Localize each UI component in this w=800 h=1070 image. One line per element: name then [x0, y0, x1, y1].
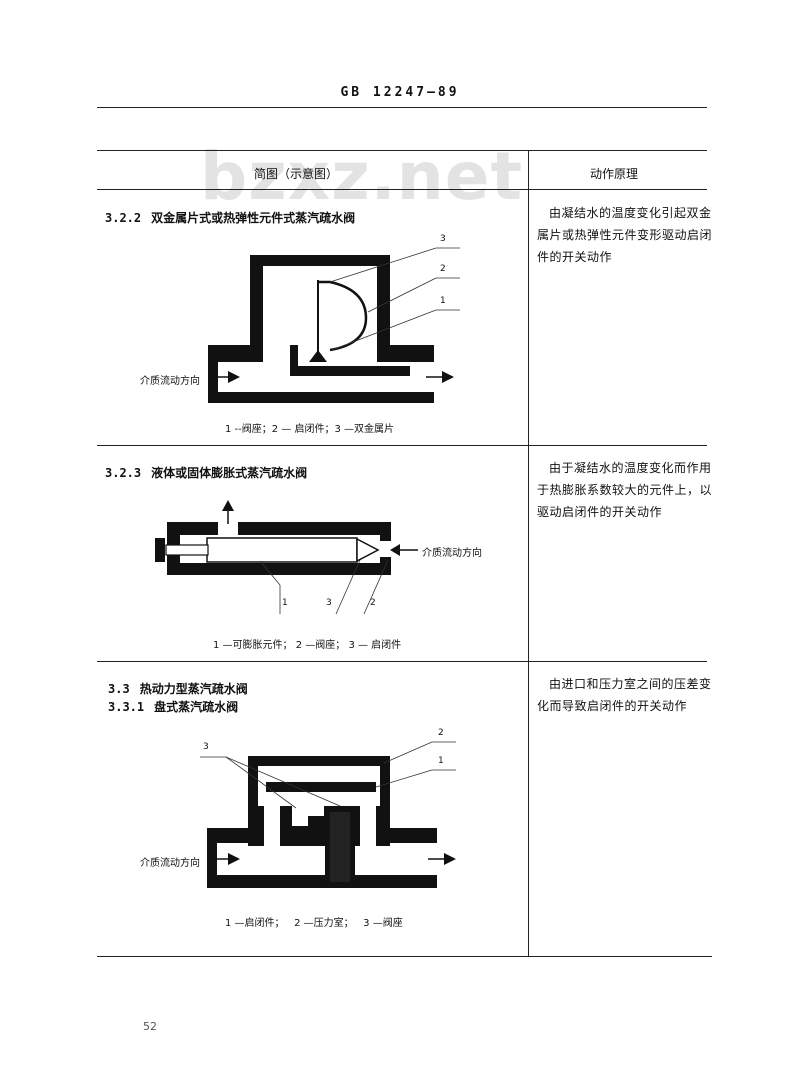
seat-port-right [360, 806, 376, 846]
central-seat-inner [330, 812, 350, 882]
row-divider-1 [97, 445, 707, 446]
valve-disc [309, 350, 327, 362]
section-number: 3.2.2 [105, 211, 142, 225]
principle-3-2-2: 由凝结水的温度变化引起双金属片或热弹性元件变形驱动启闭件的开关动作 [537, 206, 713, 264]
callout-line-1 [259, 560, 281, 586]
callout-line-2 [363, 559, 389, 615]
row-divider-2 [97, 661, 707, 662]
outlet-arrow-head [222, 500, 234, 511]
callout-line-3 [329, 247, 437, 283]
callout-line-3-b [225, 756, 341, 807]
outlet-arrow-head [444, 853, 456, 865]
callout-1: 1 [440, 296, 446, 306]
flow-direction-label: 介质流动方向 [140, 858, 200, 869]
adjusting-knob [155, 538, 165, 562]
table-header-rule [97, 189, 707, 190]
partition-wall [290, 345, 298, 375]
callout-1: 1 [282, 598, 288, 608]
callout-3: 3 [203, 742, 209, 752]
principle-3-2-3: 由于凝结水的温度变化而作用于热膨胀系数较大的元件上，以驱动启闭件的开关动作 [537, 461, 713, 519]
callout-3: 3 [326, 598, 332, 608]
section-number: 3.3 [108, 682, 130, 696]
adjusting-rod [165, 544, 209, 556]
seat-port-mid [292, 806, 308, 826]
section-number: 3.2.3 [105, 466, 142, 480]
callout-3: 3 [440, 234, 446, 244]
principle-3-3-1: 由进口和压力室之间的压差变化而导致启闭件的开关动作 [537, 677, 712, 713]
inlet-port-gap [380, 541, 392, 557]
seat-plate [290, 366, 410, 376]
inlet-arrow-head [228, 371, 240, 383]
callout-line-2 [383, 741, 433, 764]
flow-direction-label: 介质流动方向 [422, 548, 482, 559]
outlet-port-gap [218, 522, 238, 536]
closure-disc [266, 782, 376, 792]
callout-line-1 [375, 769, 433, 788]
section-title: 盘式蒸汽疏水阀 [154, 700, 239, 714]
inlet-arrow-head [228, 853, 240, 865]
callout-line-3 [335, 559, 361, 615]
caption-3-3-1: 1 —启闭件； 2 —压力室； 3 —阀座 [225, 918, 403, 929]
callout-2: 2 [440, 264, 446, 274]
inlet-arrow-head [390, 544, 400, 556]
closure-cone [356, 537, 380, 563]
section-number: 3.3.1 [108, 700, 145, 714]
callout-2: 2 [370, 598, 376, 608]
callout-2: 2 [438, 728, 444, 738]
column-header-principle: 动作原理 [590, 167, 639, 181]
column-header-diagram: 简图（示意图） [254, 167, 339, 181]
caption-3-2-3: 1 —可膨胀元件； 2 —阀座； 3 — 启闭件 [213, 640, 402, 651]
callout-line-2 [367, 277, 437, 313]
column-divider [528, 150, 529, 956]
callout-1: 1 [438, 756, 444, 766]
callout-line-1 [331, 309, 437, 351]
section-3-3-1-heading: 3.3.1 盘式蒸汽疏水阀 [108, 698, 238, 715]
table-top-rule [97, 150, 707, 151]
header-rule [97, 107, 707, 108]
section-title: 热动力型蒸汽疏水阀 [139, 682, 248, 696]
flow-direction-label: 介质流动方向 [140, 376, 200, 387]
section-3-2-2-heading: 3.2.2 双金属片式或热弹性元件式蒸汽疏水阀 [105, 209, 355, 226]
bimetal-strip [318, 280, 368, 352]
section-3-2-3-heading: 3.2.3 液体或固体膨胀式蒸汽疏水阀 [105, 464, 307, 481]
page-number: 52 [143, 1020, 157, 1033]
section-3-3-heading: 3.3 热动力型蒸汽疏水阀 [108, 680, 248, 697]
seat-gap [308, 806, 324, 816]
table-bottom-rule [97, 956, 712, 957]
document-code: GB 12247—89 [340, 85, 460, 100]
seat-port-left [264, 806, 280, 846]
callout-line-3-a [225, 756, 297, 809]
outlet-arrow-head [442, 371, 454, 383]
section-title: 液体或固体膨胀式蒸汽疏水阀 [151, 466, 308, 480]
caption-3-2-2: 1 --阀座；2 — 启闭件；3 —双金属片 [225, 424, 395, 435]
section-title: 双金属片式或热弹性元件式蒸汽疏水阀 [151, 211, 356, 225]
